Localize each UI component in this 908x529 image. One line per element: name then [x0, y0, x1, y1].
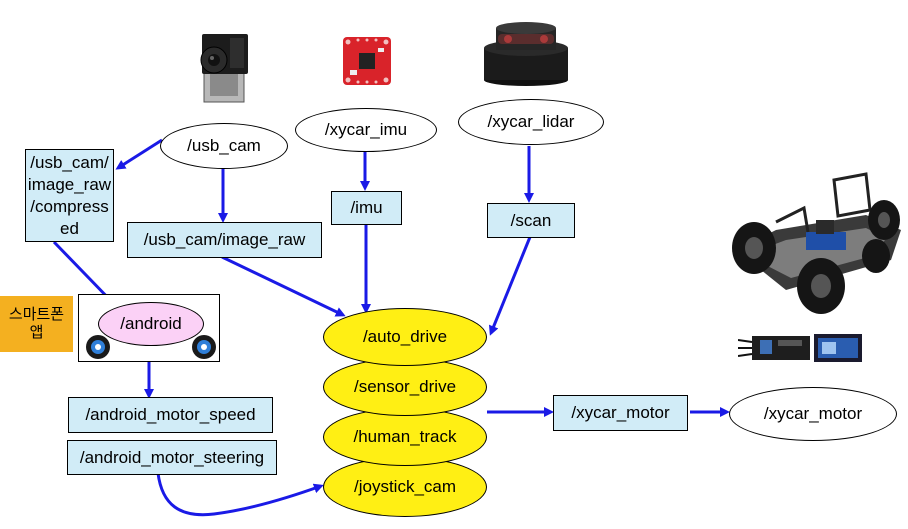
topic-imu: /imu	[331, 191, 402, 225]
topic-android-motor-steering: /android_motor_steering	[67, 440, 277, 475]
topic-android-motor-speed: /android_motor_speed	[68, 397, 273, 433]
node-xycar-motor: /xycar_motor	[729, 387, 897, 441]
node-sensor-drive: /sensor_drive	[323, 358, 487, 416]
smartphone-app-label: 스마트폰 앱	[0, 296, 73, 352]
lidar-icon	[484, 22, 568, 86]
node-joystick-cam: /joystick_cam	[323, 457, 487, 517]
rc-car-chassis-icon	[732, 172, 901, 314]
arrow-scan-to-autodrive	[489, 236, 532, 336]
arrow-usbcam-to-compressed	[115, 138, 163, 170]
node-human-track: /human_track	[323, 408, 487, 466]
topic-image-raw-compressed: /usb_cam/ image_raw /compress ed	[25, 149, 114, 242]
phone-button-right-icon	[192, 335, 216, 359]
imu-board-icon	[343, 37, 391, 85]
phone-button-left-icon	[86, 335, 110, 359]
arrow-imageraw-to-autodrive	[221, 255, 346, 317]
arrow-steering-to-joystick	[156, 472, 324, 517]
motor-controller-icon	[738, 334, 862, 362]
usb-camera-icon	[200, 34, 248, 103]
node-android: /android	[98, 302, 204, 346]
topic-xycar-motor: /xycar_motor	[553, 395, 688, 431]
node-xycar-lidar: /xycar_lidar	[458, 99, 604, 145]
node-auto-drive: /auto_drive	[323, 308, 487, 366]
node-xycar-imu: /xycar_imu	[295, 108, 437, 152]
topic-image-raw: /usb_cam/image_raw	[127, 222, 322, 258]
topic-scan: /scan	[487, 203, 575, 238]
node-usb-cam: /usb_cam	[160, 123, 288, 169]
